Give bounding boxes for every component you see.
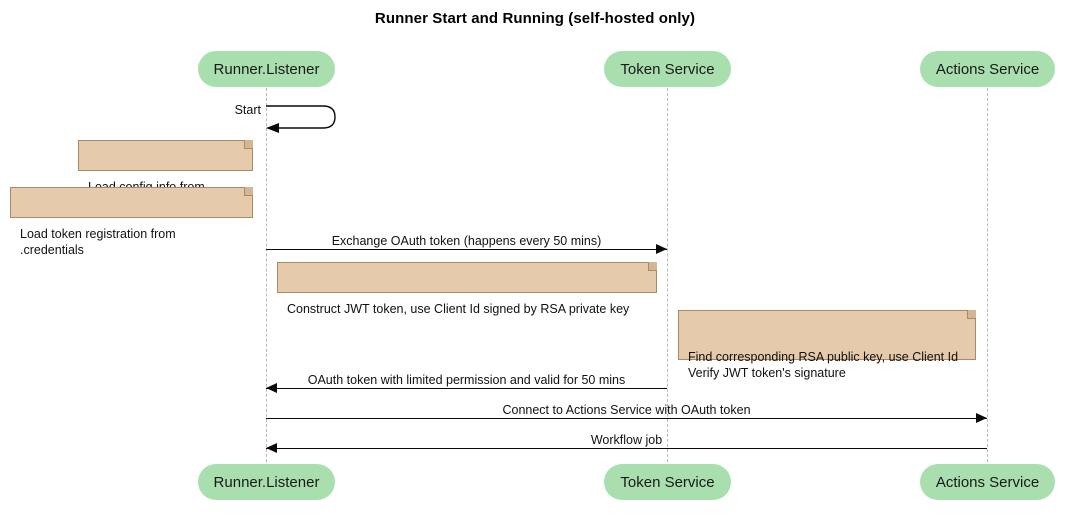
- arrowhead-oauth-token-response: [266, 383, 277, 393]
- message-line-exchange-oauth-token: [266, 249, 667, 250]
- note-construct-jwt: Construct JWT token, use Client Id signe…: [277, 262, 657, 316]
- message-label-connect-actions-service: Connect to Actions Service with OAuth to…: [502, 403, 751, 417]
- participant-label: Runner.Listener: [213, 473, 320, 491]
- note-fold-icon: [967, 310, 976, 319]
- message-label-workflow-job: Workflow job: [590, 433, 663, 447]
- participant-label: Actions Service: [935, 473, 1040, 491]
- participant-label: Runner.Listener: [213, 60, 320, 78]
- note-text: Construct JWT token, use Client Id signe…: [287, 302, 630, 316]
- message-line-connect-actions-service: [266, 418, 987, 419]
- self-message-start: [264, 104, 344, 138]
- note-text: Find corresponding RSA public key, use C…: [688, 350, 959, 380]
- message-label-exchange-oauth-token: Exchange OAuth token (happens every 50 m…: [331, 234, 602, 248]
- participant-actions-top[interactable]: Actions Service: [920, 51, 1055, 87]
- note-text: Load token registration from .credential…: [20, 227, 176, 257]
- note-verify-jwt: Find corresponding RSA public key, use C…: [678, 310, 976, 380]
- note-load-token-registration: Load token registration from .credential…: [10, 187, 253, 257]
- participant-runner-top[interactable]: Runner.Listener: [198, 51, 335, 87]
- message-label-oauth-token-response: OAuth token with limited permission and …: [307, 373, 626, 387]
- participant-token-bottom[interactable]: Token Service: [604, 464, 731, 500]
- message-label-start: Start: [234, 103, 261, 117]
- arrowhead-connect-actions-service: [976, 413, 987, 423]
- note-load-config: Load config info from .runner: [78, 140, 253, 210]
- arrowhead-workflow-job: [266, 443, 277, 453]
- diagram-title: Runner Start and Running (self-hosted on…: [374, 10, 696, 27]
- message-line-oauth-token-response: [266, 388, 667, 389]
- participant-token-top[interactable]: Token Service: [604, 51, 731, 87]
- participant-label: Token Service: [620, 473, 715, 491]
- lifeline-actions: [987, 88, 988, 462]
- participant-label: Token Service: [620, 60, 715, 78]
- note-fold-icon: [244, 187, 253, 196]
- participant-label: Actions Service: [935, 60, 1040, 78]
- note-fold-icon: [244, 140, 253, 149]
- lifeline-token: [667, 88, 668, 462]
- note-fold-icon: [648, 262, 657, 271]
- message-line-workflow-job: [266, 448, 987, 449]
- participant-actions-bottom[interactable]: Actions Service: [920, 464, 1055, 500]
- lifeline-runner: [266, 88, 267, 462]
- participant-runner-bottom[interactable]: Runner.Listener: [198, 464, 335, 500]
- arrowhead-exchange-oauth-token: [656, 244, 667, 254]
